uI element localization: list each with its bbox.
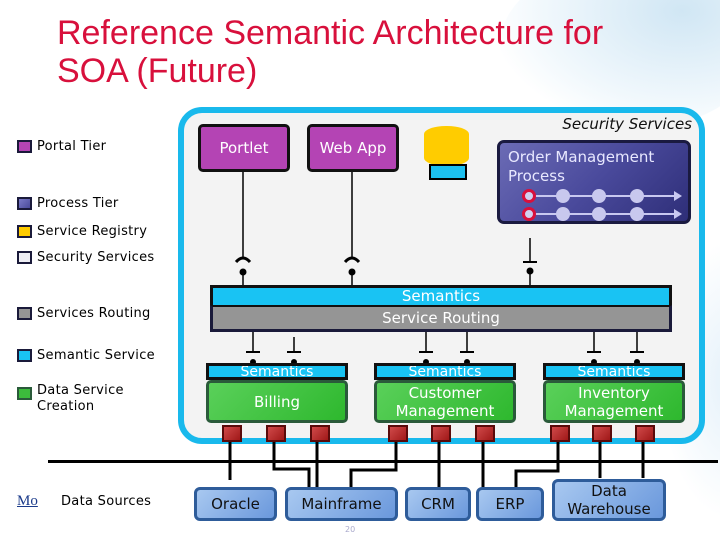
process-flow-row [522,207,682,221]
customer-management-service-box: Customer Management [374,380,516,423]
legend-label: Services Routing [37,306,151,321]
legend-label-data-sources: Data Sources [61,494,152,509]
legend-item-service-registry: Service Registry [17,224,147,240]
oracle-data-source: Oracle [194,487,277,521]
legend-swatch-data-service [17,387,32,400]
flow-node [556,189,570,203]
legend-item-process-tier: Process Tier [17,196,119,212]
flow-node [556,207,570,221]
legend-item-portal-tier: Portal Tier [17,139,106,155]
legend-label: Portal Tier [37,139,107,154]
legend-swatch-semantic [17,349,32,362]
legend-swatch-routing [17,307,32,320]
legend-label: Data Service Creation [37,383,124,414]
billing-semantics-bar: Semantics [206,363,348,380]
semantics-bus: Semantics [210,285,672,305]
inventory-semantics-bar: Semantics [543,363,685,380]
flow-arrow-icon [674,191,682,201]
data-port [431,425,451,442]
inventory-management-service-box: Inventory Management [543,380,685,423]
data-warehouse-data-source: Data Warehouse [552,479,666,521]
page-number: 20 [345,525,356,534]
flow-node [592,189,606,203]
flow-start-node [522,189,536,203]
data-port [635,425,655,442]
security-services-label: Security Services [562,115,692,133]
order-management-label: Order Management Process [508,148,655,185]
erp-data-source: ERP [476,487,544,521]
flow-node [630,207,644,221]
portlet-box: Portlet [198,124,290,172]
service-registry-base [429,164,467,180]
data-port [550,425,570,442]
crm-data-source: CRM [405,487,471,521]
mainframe-data-source: Mainframe [285,487,398,521]
service-registry-database-icon [424,126,469,166]
legend-swatch-security [17,251,32,264]
flow-node [630,189,644,203]
slide-title: Reference Semantic Architecture for SOA … [57,14,604,90]
legend-item-semantic-service: Semantic Service [17,348,155,364]
legend-label: Security Services [37,250,155,265]
data-port [222,425,242,442]
process-flow-row [522,189,682,203]
customer-semantics-bar: Semantics [374,363,516,380]
data-port [388,425,408,442]
legend-item-security-services: Security Services [17,250,154,266]
data-bus-line [48,460,718,463]
legend-item-services-routing: Services Routing [17,306,151,322]
legend-label: Service Registry [37,224,148,239]
flow-start-node [522,207,536,221]
flow-arrow-icon [674,209,682,219]
data-port [266,425,286,442]
data-port [592,425,612,442]
billing-service-box: Billing [206,380,348,423]
web-app-box: Web App [307,124,399,172]
flow-node [592,207,606,221]
legend-swatch-registry [17,225,32,238]
more-link[interactable]: Mo [17,493,38,509]
legend-item-data-service-creation: Data Service Creation [17,383,127,415]
legend-swatch-process [17,197,32,210]
legend-label: Process Tier [37,196,119,211]
service-routing-bus: Service Routing [210,305,672,332]
order-management-process-box: Order Management Process [497,140,691,224]
data-port [310,425,330,442]
legend-label: Semantic Service [37,348,155,363]
legend-swatch-portal [17,140,32,153]
data-port [475,425,495,442]
data-warehouse-label: Data Warehouse [567,482,651,518]
